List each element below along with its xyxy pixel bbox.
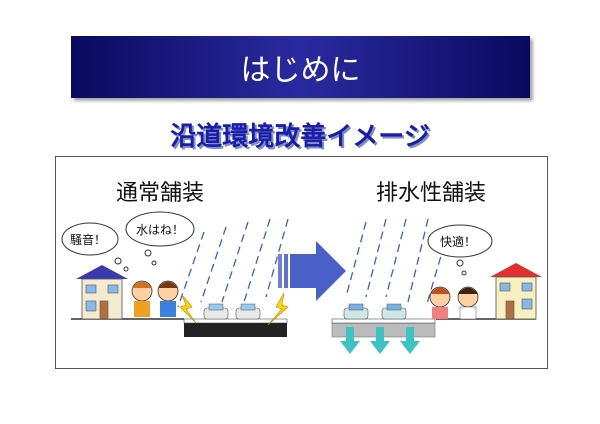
slide-subtitle: 沿道環境改善イメージ <box>170 122 430 152</box>
rain-left <box>177 218 289 308</box>
splash-icon <box>179 294 197 324</box>
drainage-pavement-label: 排水性舗装 <box>376 181 487 206</box>
slide-title: はじめに <box>71 36 530 98</box>
speech-bubbles <box>61 211 493 276</box>
car-right-2-icon <box>381 303 407 320</box>
transition-arrow-icon <box>278 241 346 301</box>
car-right-1-icon <box>343 303 369 320</box>
bubble-splash: 水はね！ <box>136 223 185 237</box>
bubble-comfort: 快適！ <box>440 235 477 249</box>
rain-right <box>345 218 449 308</box>
car-left-2-icon <box>235 303 261 320</box>
bubble-noise: 騒音！ <box>70 233 107 247</box>
people-left-icon <box>131 280 179 317</box>
car-left-1-icon <box>203 303 229 320</box>
splash-icon <box>267 292 289 326</box>
house-right-icon <box>490 263 542 320</box>
illustration-svg <box>61 211 542 354</box>
house-left-icon <box>76 265 128 320</box>
illustration-panel: 通常舗装 排水性舗装 騒音！ 水はね！ 快適！ <box>55 156 548 369</box>
drain-arrows-icon <box>340 327 420 354</box>
dense-pavement <box>184 323 287 337</box>
normal-pavement-label: 通常舗装 <box>116 181 205 206</box>
people-right-icon <box>429 286 479 320</box>
